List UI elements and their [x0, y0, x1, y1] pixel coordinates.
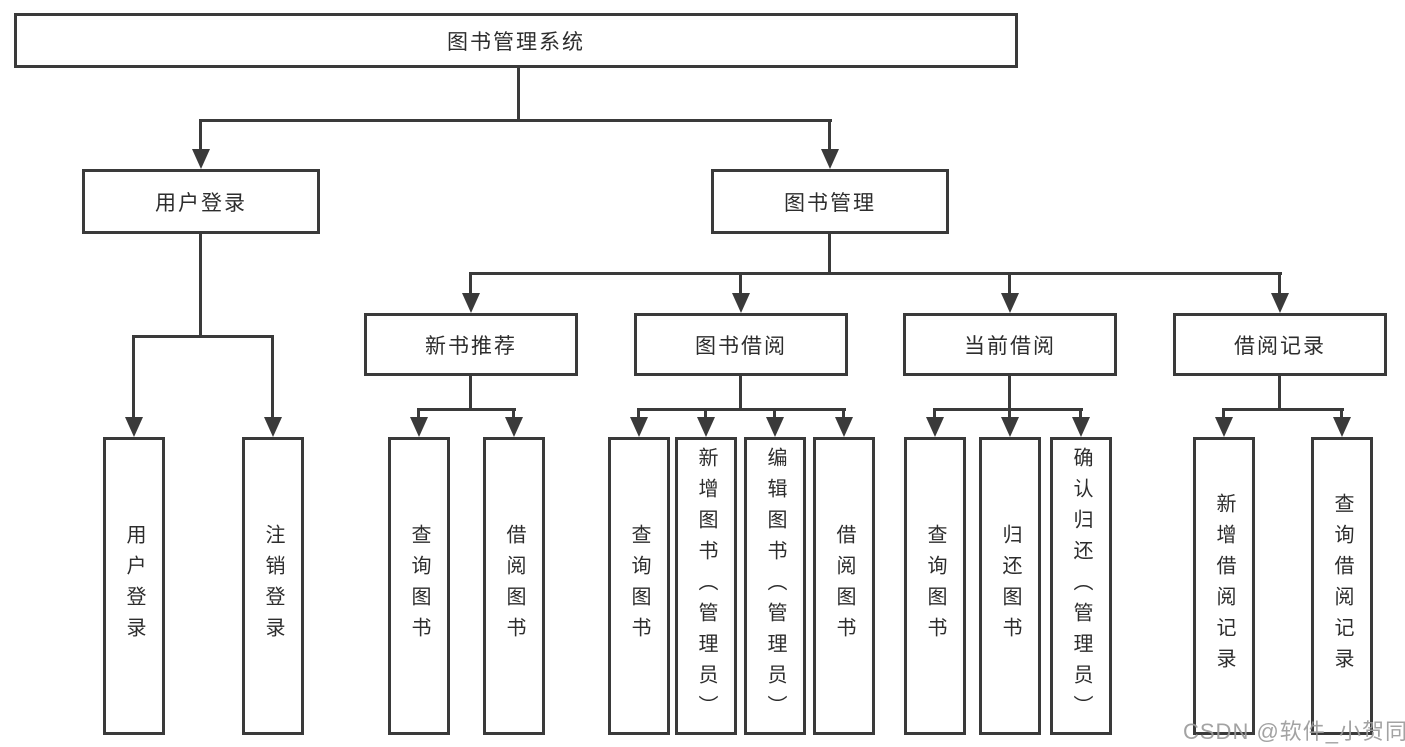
node-borrowing-records: 借阅记录 — [1173, 313, 1387, 376]
connector-stub — [773, 411, 776, 417]
leaf-query-borrow-record: 查询借阅记录 — [1311, 437, 1373, 735]
connector-to-book-borrowing — [739, 275, 742, 293]
connector-current-borrowing-stem — [1008, 376, 1011, 408]
node-book-management: 图书管理 — [711, 169, 949, 234]
leaf-add-books-admin: 新增图书（管理员） — [675, 437, 737, 735]
leaf-query-books-recommend: 查询图书 — [388, 437, 450, 735]
node-user-login: 用户登录 — [82, 169, 320, 234]
arrowhead-leaf — [1333, 417, 1351, 437]
leaf-edit-books-admin: 编辑图书（管理员） — [744, 437, 806, 735]
arrowhead-leaf — [835, 417, 853, 437]
connector-stub — [1340, 411, 1343, 417]
arrowhead-new-book — [462, 293, 480, 313]
connector-stub — [704, 411, 707, 417]
connector-book-management-bar — [469, 272, 1282, 275]
connector-new-book-stem — [469, 376, 472, 408]
leaf-query-books-borrowing: 查询图书 — [608, 437, 670, 735]
node-book-borrowing: 图书借阅 — [634, 313, 848, 376]
connector-to-borrowing-records — [1278, 275, 1281, 293]
connector-stub — [1079, 411, 1082, 417]
connector-stub — [417, 411, 420, 417]
connector-stub — [512, 411, 515, 417]
connector-new-book-bar — [417, 408, 516, 411]
connector-user-login-stem — [199, 234, 202, 335]
arrowhead-leaf — [1072, 417, 1090, 437]
arrowhead-leaf — [630, 417, 648, 437]
node-new-book-recommendation: 新书推荐 — [364, 313, 578, 376]
leaf-borrow-books-recommend: 借阅图书 — [483, 437, 545, 735]
connector-book-management-stem — [828, 234, 831, 272]
connector-book-borrowing-stem — [739, 376, 742, 408]
arrowhead-leaf — [766, 417, 784, 437]
connector-to-leaf-logout — [271, 338, 274, 417]
node-current-borrowing: 当前借阅 — [903, 313, 1117, 376]
connector-to-book-management — [828, 122, 831, 150]
node-library-management-system: 图书管理系统 — [14, 13, 1018, 68]
connector-book-borrowing-bar — [637, 408, 846, 411]
leaf-confirm-return-admin: 确认归还（管理员） — [1050, 437, 1112, 735]
leaf-add-borrow-record: 新增借阅记录 — [1193, 437, 1255, 735]
connector-stub — [842, 411, 845, 417]
leaf-query-books-current: 查询图书 — [904, 437, 966, 735]
leaf-logout-login: 注销登录 — [242, 437, 304, 735]
arrowhead-leaf — [1215, 417, 1233, 437]
arrowhead-leaf — [926, 417, 944, 437]
connector-stub — [1008, 411, 1011, 417]
connector-to-current-borrowing — [1008, 275, 1011, 293]
connector-user-login-bar — [132, 335, 274, 338]
connector-borrowing-records-bar — [1222, 408, 1344, 411]
connector-borrowing-records-stem — [1278, 376, 1281, 408]
arrowhead-borrowing-records — [1271, 293, 1289, 313]
connector-stub — [1222, 411, 1225, 417]
connector-to-new-book — [469, 275, 472, 293]
connector-stub — [637, 411, 640, 417]
connector-stub — [933, 411, 936, 417]
arrowhead-leaf — [505, 417, 523, 437]
csdn-watermark: CSDN @软件_小贺同学 — [1183, 719, 1405, 744]
arrowhead-leaf-user-login — [125, 417, 143, 437]
connector-root-stem — [517, 68, 520, 120]
connector-root-bar — [199, 119, 832, 122]
arrowhead-leaf-logout — [264, 417, 282, 437]
arrowhead-current-borrowing — [1001, 293, 1019, 313]
connector-to-leaf-user-login — [132, 338, 135, 417]
leaf-user-login: 用户登录 — [103, 437, 165, 735]
arrowhead-book-management — [821, 149, 839, 169]
arrowhead-user-login — [192, 149, 210, 169]
leaf-borrow-books: 借阅图书 — [813, 437, 875, 735]
arrowhead-leaf — [1001, 417, 1019, 437]
arrowhead-leaf — [410, 417, 428, 437]
arrowhead-leaf — [697, 417, 715, 437]
connector-current-borrowing-bar — [933, 408, 1083, 411]
leaf-return-books: 归还图书 — [979, 437, 1041, 735]
connector-to-user-login — [199, 122, 202, 150]
arrowhead-book-borrowing — [732, 293, 750, 313]
